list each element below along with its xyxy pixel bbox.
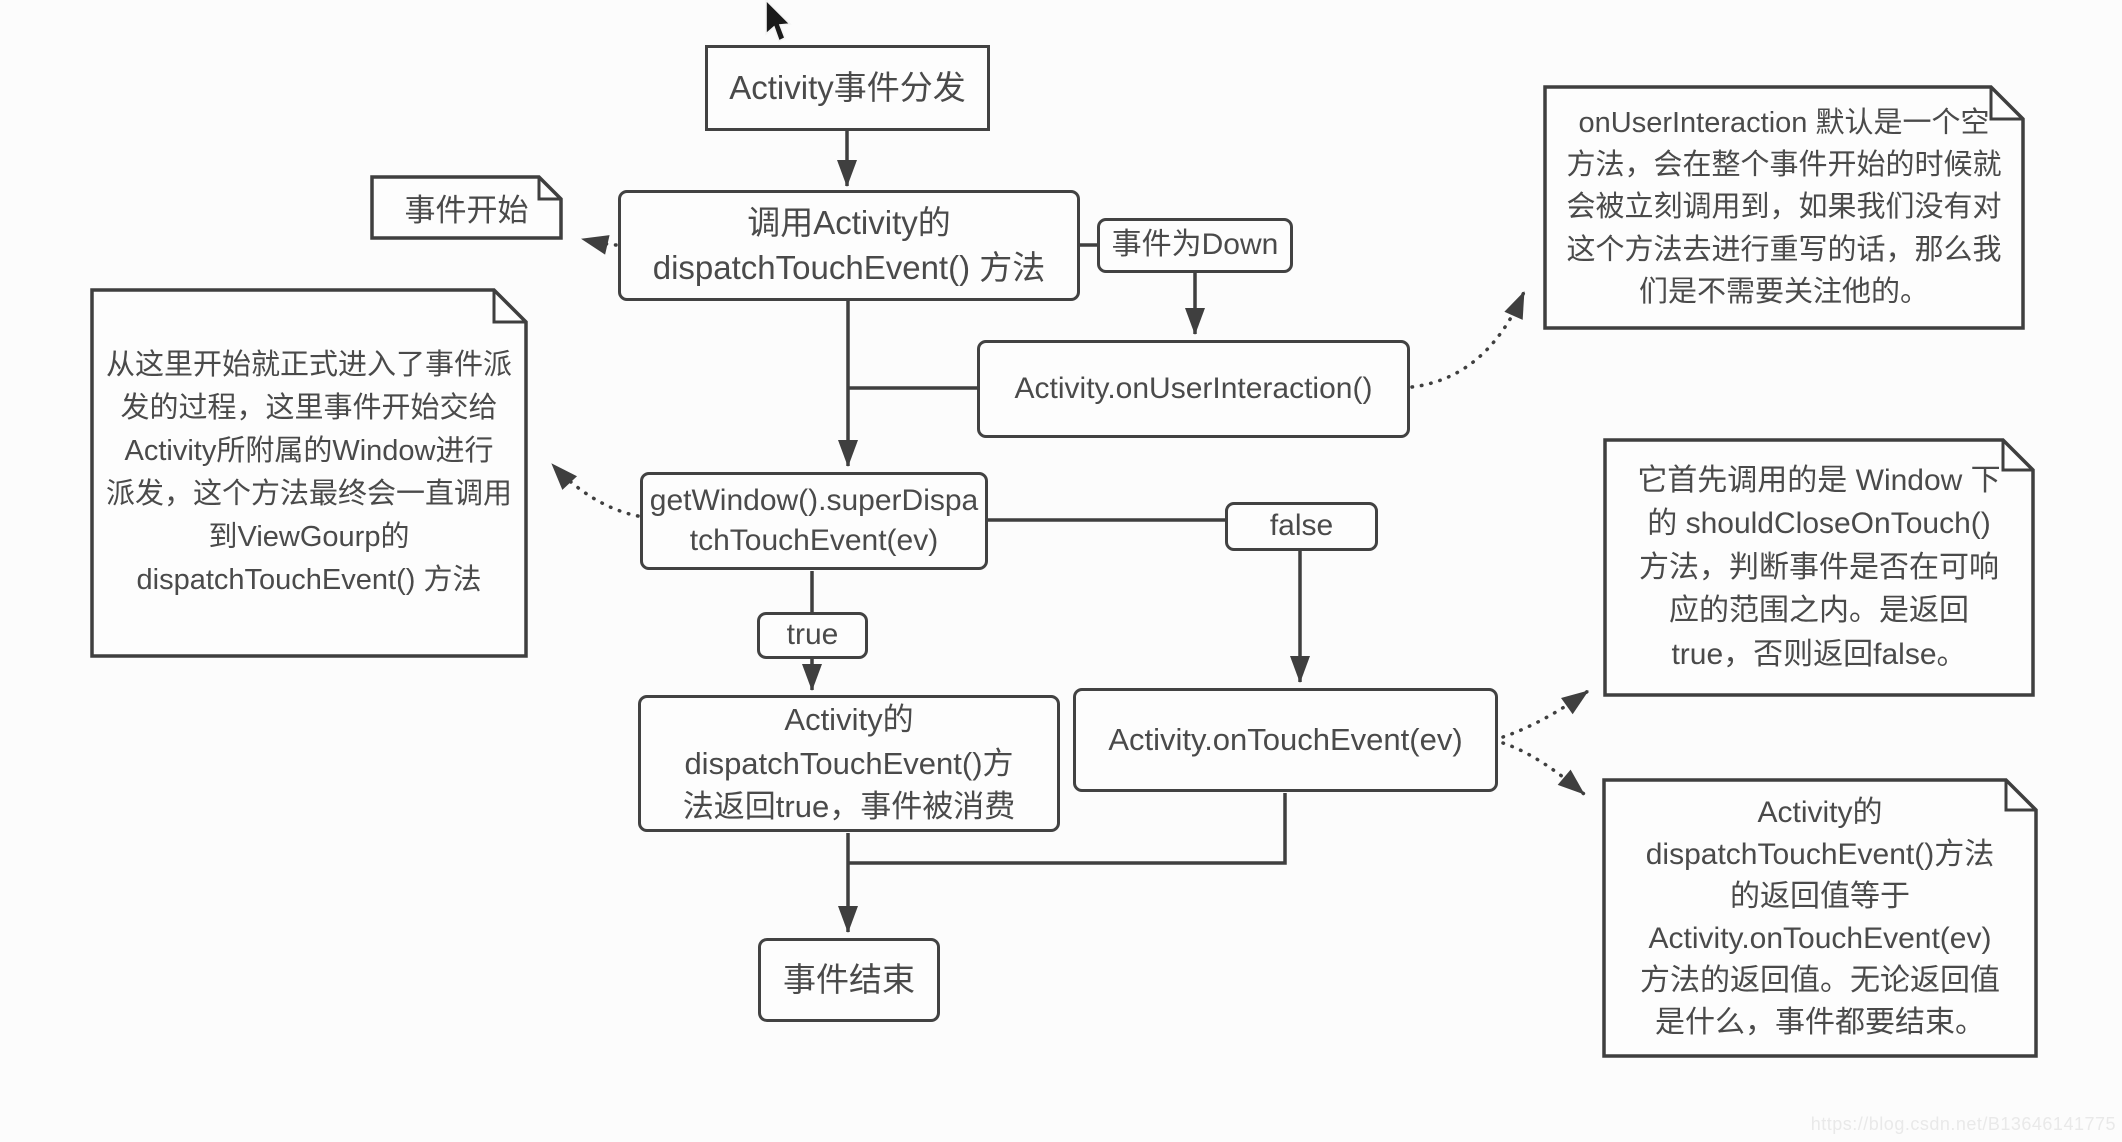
- note-return-value-text: Activity的 dispatchTouchEvent()方法 的返回值等于 …: [1640, 796, 2000, 1039]
- watermark-url: https://blog.csdn.net/B13646141775: [1810, 1114, 2116, 1134]
- note-shape: [90, 288, 528, 658]
- node-on-touch-event: Activity.onTouchEvent(ev): [1073, 688, 1498, 792]
- node-event-end: 事件结束: [758, 938, 940, 1022]
- node-false-branch: false: [1225, 502, 1378, 551]
- node-get-window-super-dispatch: getWindow().superDispa tchTouchEvent(ev): [640, 472, 988, 570]
- note-event-start: 事件开始: [370, 175, 563, 240]
- node-true-branch: true: [757, 612, 868, 659]
- node-call-dispatch-touch-event: 调用Activity的 dispatchTouchEvent() 方法: [618, 190, 1080, 301]
- note-on-user-interaction-text: onUserInteraction 默认是一个空 方法，会在整个事件开始的时候就…: [1566, 107, 2002, 308]
- note-shape: [1603, 438, 2035, 697]
- node-event-is-down: 事件为Down: [1097, 218, 1293, 273]
- node-activity-event-dispatch: Activity事件分发: [705, 45, 990, 131]
- note-window-dispatch-text: 从这里开始就正式进入了事件派 发的过程，这里事件开始交给 Activity所附属…: [105, 349, 512, 596]
- node-on-user-interaction: Activity.onUserInteraction(): [977, 340, 1410, 438]
- note-window-dispatch-info: 从这里开始就正式进入了事件派 发的过程，这里事件开始交给 Activity所附属…: [90, 288, 528, 658]
- note-event-start-text: 事件开始: [404, 193, 529, 228]
- node-dispatch-returns-true: Activity的 dispatchTouchEvent()方 法返回true，…: [638, 695, 1060, 832]
- note-should-close-info: 它首先调用的是 Window 下 的 shouldCloseOnTouch() …: [1603, 438, 2035, 697]
- dotted-arrow-to-event-start-note: [580, 235, 618, 255]
- note-shape: [1602, 778, 2038, 1058]
- dotted-arrow-to-window-dispatch-note: [550, 462, 640, 518]
- dotted-arrow-to-on-user-interaction-note: [1410, 290, 1526, 389]
- note-on-user-interaction-info: onUserInteraction 默认是一个空 方法，会在整个事件开始的时候就…: [1543, 85, 2025, 330]
- dotted-arrow-to-should-close-note: [1501, 689, 1590, 739]
- note-return-value-info: Activity的 dispatchTouchEvent()方法 的返回值等于 …: [1602, 778, 2038, 1058]
- mouse-cursor-icon: [765, 0, 792, 43]
- note-shape: [1543, 85, 2025, 330]
- note-shape: [370, 175, 563, 240]
- note-should-close-text: 它首先调用的是 Window 下 的 shouldCloseOnTouch() …: [1637, 463, 2001, 671]
- dotted-arrow-to-return-value-note: [1501, 741, 1586, 796]
